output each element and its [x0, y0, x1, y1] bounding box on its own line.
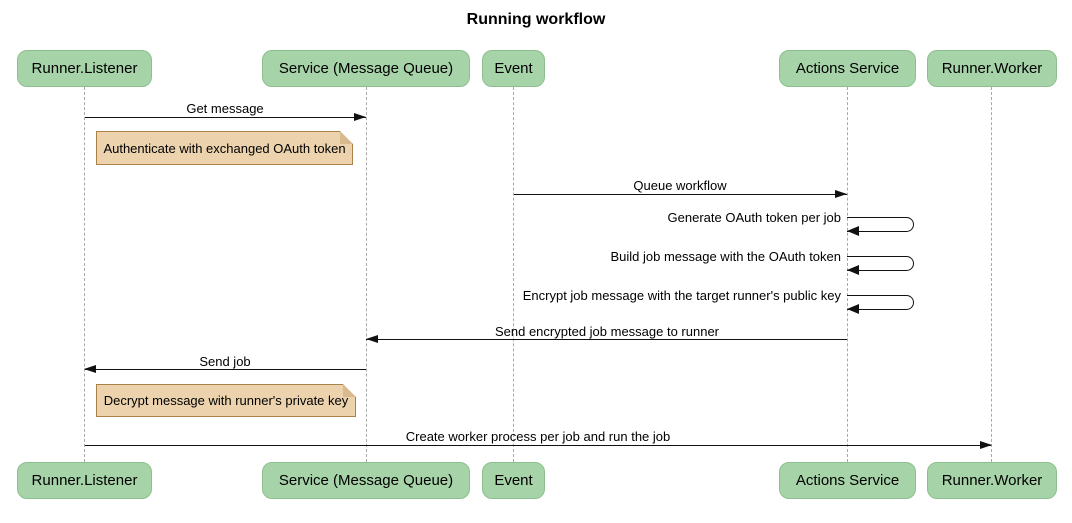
- lifeline-runner-listener: [84, 87, 85, 462]
- message-line-queue-workflow: [514, 194, 847, 195]
- self-loop-line: [847, 295, 914, 310]
- note-authenticate: Authenticate with exchanged OAuth token: [96, 131, 353, 165]
- arrowhead-left-icon: [847, 265, 859, 275]
- arrowhead-right-icon: [835, 190, 847, 198]
- lifeline-service-message-queue: [366, 87, 367, 462]
- actor-bottom-event: Event: [482, 462, 545, 499]
- self-loop-line: [847, 217, 914, 232]
- lifeline-event: [513, 87, 514, 462]
- message-label-generate-oauth-token: Generate OAuth token per job: [667, 210, 841, 225]
- message-line-send-encrypted-job: [366, 339, 847, 340]
- actor-bottom-actions-service: Actions Service: [779, 462, 916, 499]
- message-label-create-worker-process: Create worker process per job and run th…: [405, 429, 671, 444]
- actor-top-runner-worker: Runner.Worker: [927, 50, 1057, 87]
- actor-bottom-service-message-queue: Service (Message Queue): [262, 462, 470, 499]
- actor-bottom-runner-listener: Runner.Listener: [17, 462, 152, 499]
- message-line-send-job: [85, 369, 366, 370]
- diagram-title: Running workflow: [466, 11, 606, 28]
- message-label-get-message: Get message: [186, 101, 264, 116]
- message-label-build-job-message: Build job message with the OAuth token: [610, 249, 841, 264]
- message-line-get-message: [85, 117, 366, 118]
- arrowhead-right-icon: [354, 113, 366, 121]
- message-label-queue-workflow: Queue workflow: [633, 178, 727, 193]
- arrowhead-right-icon: [980, 441, 992, 449]
- note-text: Decrypt message with runner's private ke…: [103, 393, 349, 408]
- actor-top-service-message-queue: Service (Message Queue): [262, 50, 470, 87]
- actor-top-event: Event: [482, 50, 545, 87]
- arrowhead-left-icon: [847, 226, 859, 236]
- message-line-create-worker-process: [85, 445, 991, 446]
- message-label-send-job: Send job: [199, 354, 251, 369]
- message-label-encrypt-job-message: Encrypt job message with the target runn…: [522, 288, 841, 303]
- self-loop-line: [847, 256, 914, 271]
- note-decrypt: Decrypt message with runner's private ke…: [96, 384, 356, 417]
- actor-top-runner-listener: Runner.Listener: [17, 50, 152, 87]
- arrowhead-left-icon: [84, 365, 96, 373]
- message-label-send-encrypted-job: Send encrypted job message to runner: [494, 324, 720, 339]
- arrowhead-left-icon: [366, 335, 378, 343]
- lifeline-runner-worker: [991, 87, 992, 462]
- note-text: Authenticate with exchanged OAuth token: [103, 140, 346, 156]
- actor-top-actions-service: Actions Service: [779, 50, 916, 87]
- arrowhead-left-icon: [847, 304, 859, 314]
- actor-bottom-runner-worker: Runner.Worker: [927, 462, 1057, 499]
